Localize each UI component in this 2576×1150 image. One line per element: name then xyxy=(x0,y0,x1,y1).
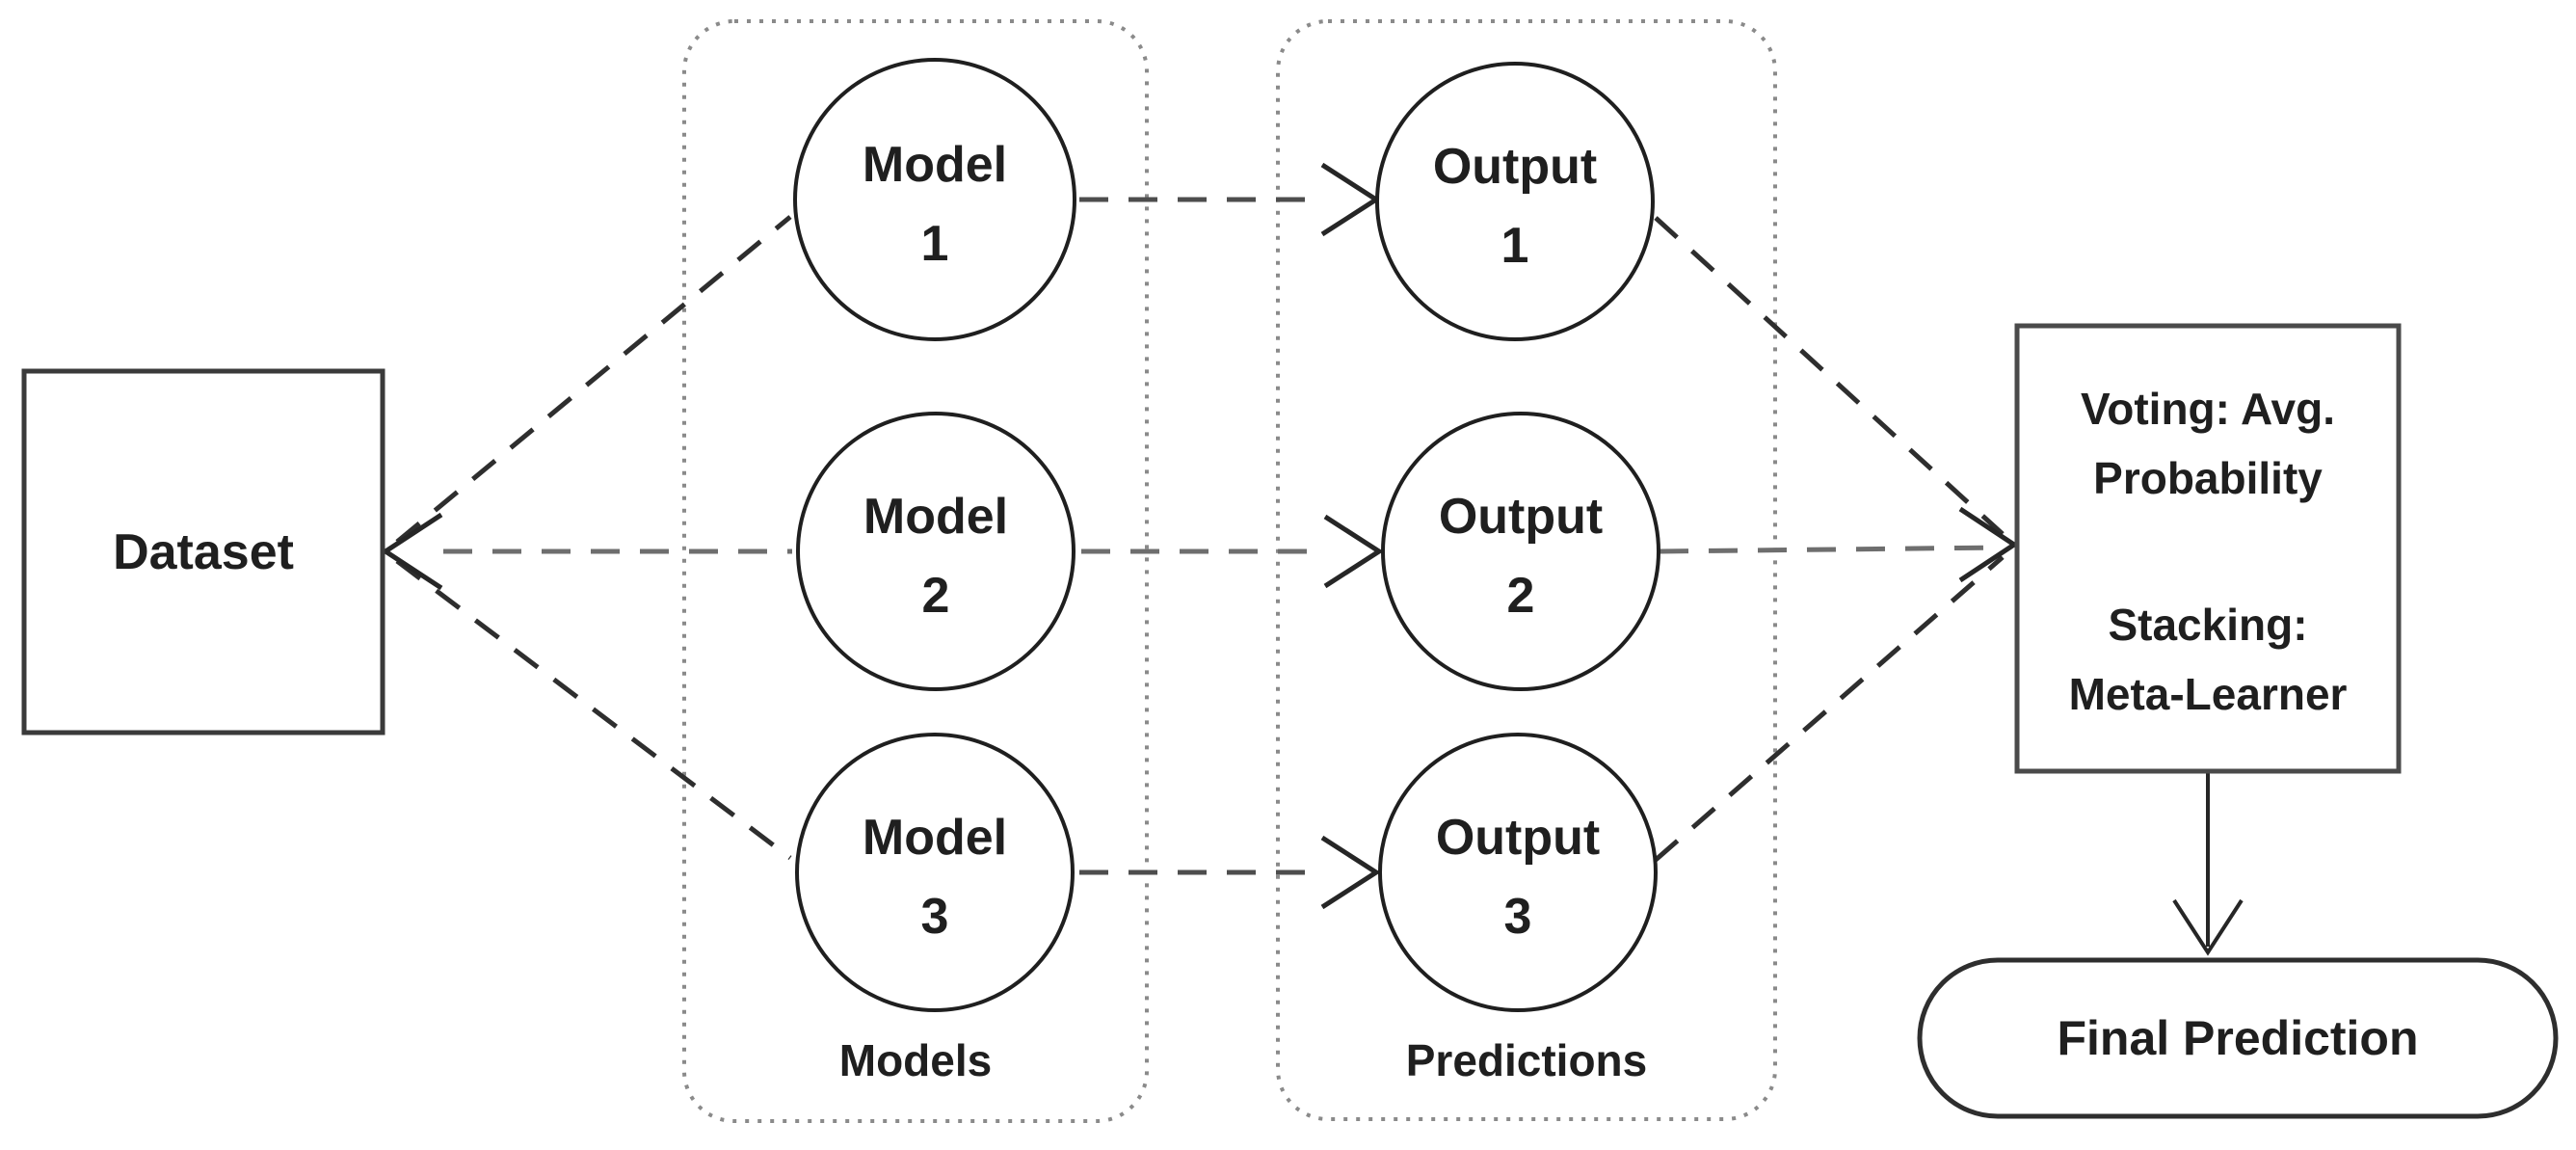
output-1-node xyxy=(1375,62,1655,341)
model-2-label-line1: Model xyxy=(863,489,1008,545)
output2-to-combiner-dash-line xyxy=(1659,545,2004,554)
dataset-label: Dataset xyxy=(113,524,294,580)
model-3-node xyxy=(795,733,1075,1012)
models-group-container xyxy=(682,19,1149,1123)
combiner-label-line3: Stacking: xyxy=(2108,600,2307,650)
combiner-node xyxy=(2014,323,2402,774)
models-group-label: Models xyxy=(839,1035,992,1085)
final-prediction-label: Final Prediction xyxy=(2057,1011,2418,1065)
output-3-label-line1: Output xyxy=(1436,810,1600,866)
model-3-label-line1: Model xyxy=(863,810,1007,866)
model-2-label-line2: 2 xyxy=(922,568,950,624)
combiner-label-line4: Meta-Learner xyxy=(2069,669,2348,719)
final-prediction-node xyxy=(1917,957,2559,1119)
output-1-label-line1: Output xyxy=(1433,139,1597,195)
output-2-node xyxy=(1381,412,1660,691)
arrowhead-into-final-icon xyxy=(2172,898,2244,956)
arrowhead-into-output2-icon xyxy=(1323,514,1384,589)
dataset-node xyxy=(21,368,385,735)
arrowhead-into-output1-icon xyxy=(1320,162,1381,237)
arrowhead-into-dataset-icon xyxy=(381,512,443,591)
output1-to-combiner-dash-line xyxy=(1654,216,2005,536)
model-1-node xyxy=(793,58,1076,341)
output-1-label-line2: 1 xyxy=(1501,218,1529,274)
model3-to-dataset-dash-line xyxy=(395,559,792,860)
predictions-group-label: Predictions xyxy=(1406,1035,1648,1085)
output3-to-combiner-dash-line xyxy=(1654,555,2005,862)
model-3-label-line2: 3 xyxy=(921,889,949,945)
combiner-label-line1: Voting: Avg. xyxy=(2081,384,2335,434)
model1-to-dataset-dash-line xyxy=(395,215,792,544)
arrowhead-into-combiner-icon xyxy=(1958,506,2019,583)
model-1-label-line1: Model xyxy=(863,137,1007,193)
output-2-label-line2: 2 xyxy=(1507,568,1535,624)
arrowhead-into-output3-icon xyxy=(1320,835,1381,910)
output-2-label-line1: Output xyxy=(1439,489,1603,545)
combiner-label-line2: Probability xyxy=(2093,453,2323,503)
output-3-node xyxy=(1378,733,1658,1012)
output-3-label-line2: 3 xyxy=(1504,889,1532,945)
model-2-node xyxy=(796,412,1076,691)
model-1-label-line2: 1 xyxy=(921,216,949,272)
